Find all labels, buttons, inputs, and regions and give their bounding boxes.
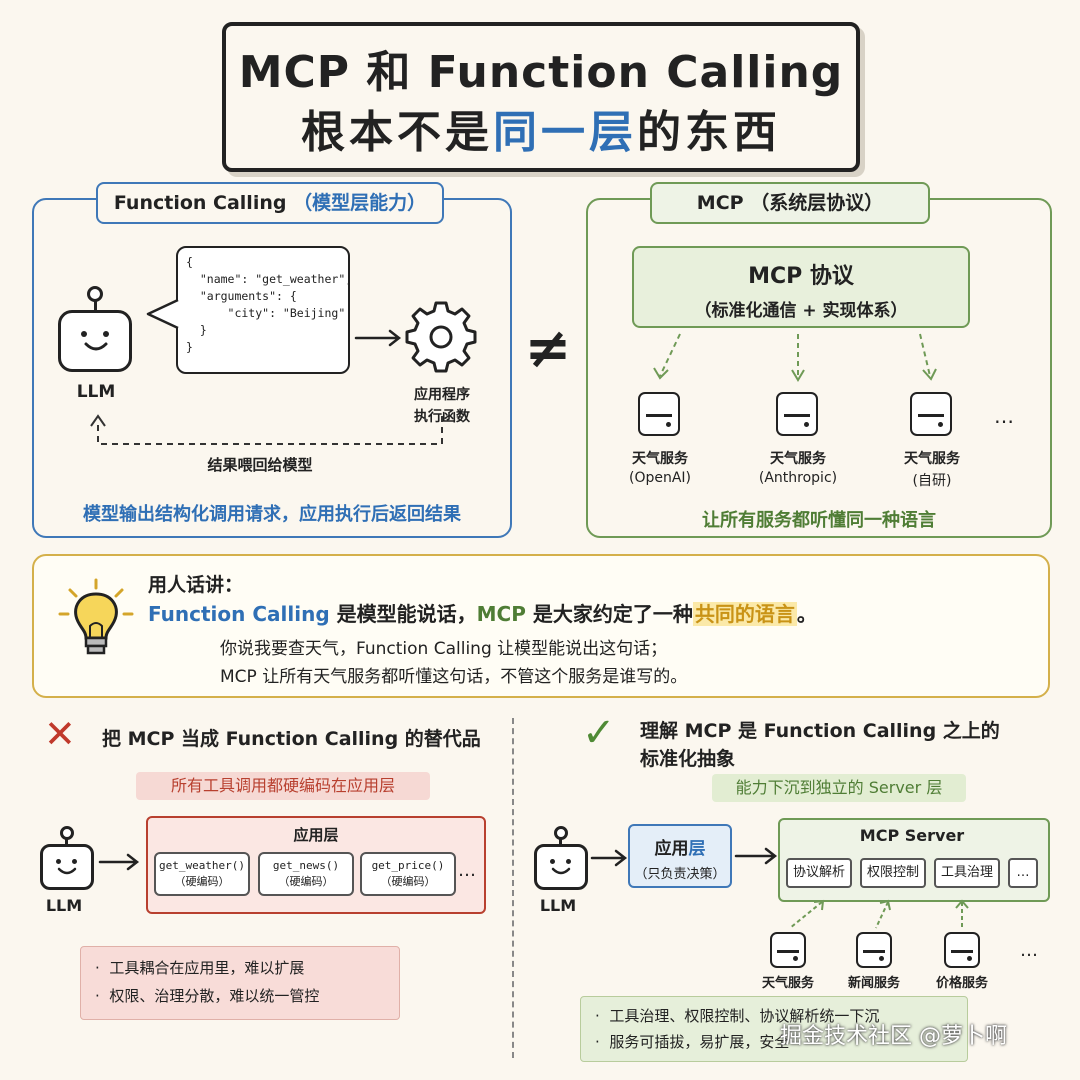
server-module: 工具治理	[934, 858, 1000, 888]
service-name: 天气服务	[770, 451, 826, 467]
plain-talk-sub-1: 你说我要查天气，Function Calling 让模型能说出这句话；	[220, 639, 668, 659]
list-item: · 工具治理、权限控制、协议解析统一下沉	[595, 1007, 880, 1025]
cross-icon: ✕	[44, 712, 76, 756]
server-icon	[910, 392, 952, 436]
service-name: 价格服务	[935, 976, 988, 991]
arrow-right-icon	[590, 849, 628, 867]
app-label-1: 应用程序	[414, 387, 470, 403]
server-icon	[638, 392, 680, 436]
right-bullet-list: · 工具治理、权限控制、协议解析统一下沉 · 服务可插拔，易扩展，安全	[580, 996, 968, 1062]
server-icon	[944, 932, 980, 968]
service-name: 新闻服务	[847, 976, 900, 991]
plain-talk-main: Function Calling 是模型能说话，MCP 是大家约定了一种共同的语…	[148, 602, 817, 626]
plain-talk-box	[32, 554, 1050, 698]
mcp-tab: MCP （系统层协议）	[650, 182, 930, 224]
llm-label: LLM	[45, 896, 83, 915]
more-services-ellipsis: …	[1020, 940, 1038, 961]
list-item: · 工具耦合在应用里，难以扩展	[95, 959, 305, 977]
feedback-label: 结果喂回给模型	[207, 456, 313, 474]
server-link-arrows	[789, 899, 969, 929]
check-icon: ✓	[582, 710, 616, 756]
hardcoded-func-box: get_price()（硬编码）	[360, 852, 456, 896]
more-funcs-ellipsis: …	[458, 860, 476, 881]
bubble-tail-icon	[146, 298, 179, 330]
lightbulb-icon	[58, 578, 134, 655]
server-icon	[856, 932, 892, 968]
service-vendor: (自研)	[912, 473, 952, 489]
app-layer-title: 应用层	[293, 826, 339, 844]
arrow-right-icon	[354, 329, 402, 347]
app-layer-small-box: 应用层 （只负责决策）	[628, 824, 732, 888]
list-item: · 权限、治理分散，难以统一管控	[95, 987, 320, 1005]
service-vendor: (Anthropic)	[758, 470, 838, 486]
feedback-arrow	[90, 414, 443, 445]
server-module: 权限控制	[860, 858, 926, 888]
more-services-ellipsis: …	[994, 404, 1014, 428]
wrong-bullet-list: · 工具耦合在应用里，难以扩展 · 权限、治理分散，难以统一管控	[80, 946, 400, 1020]
robot-icon	[530, 826, 590, 890]
llm-label: LLM	[76, 382, 116, 402]
section-divider	[512, 718, 514, 1058]
mcp-caption: 让所有服务都听懂同一种语言	[702, 510, 936, 531]
title-highlight: 同一层	[493, 107, 637, 158]
service-name: 天气服务	[904, 451, 960, 467]
title-frame	[222, 22, 860, 172]
hardcoded-func-box: get_news()（硬编码）	[258, 852, 354, 896]
plain-talk-sub-2: MCP 让所有天气服务都听懂这句话，不管这个服务是谁写的。	[220, 667, 688, 687]
plain-talk-heading: 用人话讲：	[148, 574, 244, 596]
mcp-protocol-box: MCP 协议 （标准化通信 + 实现体系）	[632, 246, 970, 328]
server-module: 协议解析	[786, 858, 852, 888]
robot-icon	[56, 286, 134, 372]
watermark: 掘金技术社区 @萝卜啊	[780, 1024, 1007, 1049]
wrong-title: 把 MCP 当成 Function Calling 的替代品	[102, 728, 481, 750]
robot-icon	[36, 826, 96, 890]
json-call-bubble: { "name": "get_weather", "arguments": { …	[176, 246, 352, 374]
server-module: …	[1008, 858, 1038, 888]
arrow-right-icon	[734, 847, 778, 865]
wrong-tag: 所有工具调用都硬编码在应用层	[136, 772, 430, 800]
service-name: 天气服务	[761, 976, 814, 991]
mcp-server-title: MCP Server	[859, 826, 965, 845]
function-calling-tab: Function Calling （模型层能力）	[96, 182, 444, 224]
title-line-2: 根本不是同一层的东西	[301, 107, 781, 158]
gear-icon	[405, 301, 477, 373]
title-line-1: MCP 和 Function Calling	[238, 47, 844, 98]
service-name: 天气服务	[632, 451, 688, 467]
server-icon	[770, 932, 806, 968]
right-tag: 能力下沉到独立的 Server 层	[712, 774, 966, 802]
list-item: · 服务可插拔，易扩展，安全	[595, 1033, 790, 1051]
arrow-right-icon	[98, 853, 140, 871]
not-equal-sign: ≠	[524, 316, 572, 381]
protocol-arrows	[653, 333, 937, 382]
right-title-2: 标准化抽象	[640, 748, 736, 770]
fc-caption: 模型输出结构化调用请求，应用执行后返回结果	[83, 504, 461, 525]
llm-label: LLM	[539, 896, 577, 915]
right-title-1: 理解 MCP 是 Function Calling 之上的	[640, 720, 1000, 742]
server-icon	[776, 392, 818, 436]
service-vendor: (OpenAI)	[628, 470, 692, 486]
hardcoded-func-box: get_weather()（硬编码）	[154, 852, 250, 896]
